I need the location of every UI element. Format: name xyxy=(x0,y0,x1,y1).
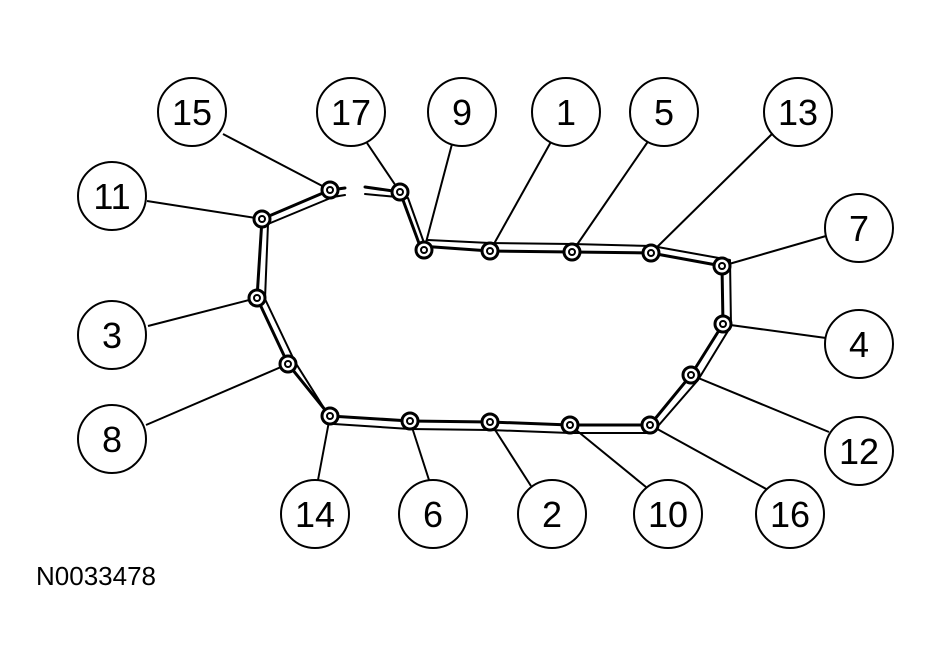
bolt-3 xyxy=(247,288,267,308)
callout-label-6: 6 xyxy=(423,494,443,535)
bolt-11 xyxy=(252,209,272,229)
leader-line-11 xyxy=(146,200,263,220)
leader-line-17 xyxy=(366,142,401,193)
callout-label-7: 7 xyxy=(849,208,869,249)
bolt-7 xyxy=(712,256,732,276)
leader-line-7 xyxy=(721,235,827,267)
bolt-4 xyxy=(713,314,733,334)
callout-10: 10 xyxy=(633,479,703,549)
callout-17: 17 xyxy=(316,77,386,147)
leader-line-16 xyxy=(649,424,769,491)
callout-label-17: 17 xyxy=(331,92,371,133)
callout-15: 15 xyxy=(157,77,227,147)
leader-line-4 xyxy=(722,323,827,339)
bolt-5 xyxy=(562,242,582,262)
gasket-outline xyxy=(255,185,732,434)
callouts: 15 17 9 1 5 13 11 7 xyxy=(77,77,894,549)
callout-7: 7 xyxy=(824,193,894,263)
leader-line-8 xyxy=(145,363,289,426)
bolts xyxy=(247,180,733,435)
callout-label-9: 9 xyxy=(452,92,472,133)
bolt-13 xyxy=(641,243,661,263)
callout-16: 16 xyxy=(755,479,825,549)
bolt-8 xyxy=(278,354,298,374)
callout-14: 14 xyxy=(280,479,350,549)
callout-label-5: 5 xyxy=(654,92,674,133)
callout-6: 6 xyxy=(398,479,468,549)
leader-line-14 xyxy=(317,415,331,481)
bolt-15 xyxy=(320,180,340,200)
bolt-17 xyxy=(390,182,410,202)
bolt-2 xyxy=(480,412,500,432)
bolt-14 xyxy=(320,406,340,426)
leader-line-3 xyxy=(147,297,258,327)
leader-line-13 xyxy=(650,132,774,254)
callout-label-4: 4 xyxy=(849,324,869,365)
leader-line-15 xyxy=(222,133,331,191)
bolt-12 xyxy=(681,365,701,385)
reference-code: N0033478 xyxy=(36,561,156,591)
leader-line-2 xyxy=(489,421,532,487)
callout-11: 11 xyxy=(77,161,147,231)
bolt-9 xyxy=(414,240,434,260)
callout-12: 12 xyxy=(824,416,894,486)
bolt-1 xyxy=(480,241,500,261)
callout-label-13: 13 xyxy=(778,92,818,133)
callout-1: 1 xyxy=(531,77,601,147)
callout-8: 8 xyxy=(77,404,147,474)
callout-label-2: 2 xyxy=(542,494,562,535)
callout-2: 2 xyxy=(517,479,587,549)
leader-line-10 xyxy=(569,424,647,488)
callout-label-10: 10 xyxy=(648,494,688,535)
bolt-6 xyxy=(400,411,420,431)
callout-label-12: 12 xyxy=(839,431,879,472)
callout-4: 4 xyxy=(824,309,894,379)
leader-line-6 xyxy=(409,420,430,481)
leader-line-9 xyxy=(423,143,453,251)
leader-line-1 xyxy=(489,139,553,252)
callout-label-1: 1 xyxy=(556,92,576,133)
callout-label-15: 15 xyxy=(172,92,212,133)
callout-label-11: 11 xyxy=(93,176,130,217)
callout-label-14: 14 xyxy=(295,494,335,535)
leader-line-12 xyxy=(690,374,830,433)
gasket-inner-path xyxy=(264,193,732,434)
callout-5: 5 xyxy=(629,77,699,147)
leader-line-5 xyxy=(571,139,650,253)
gasket-outer-path xyxy=(255,185,725,427)
callout-label-16: 16 xyxy=(770,494,810,535)
bolt-10 xyxy=(560,415,580,435)
bolt-16 xyxy=(640,415,660,435)
callout-9: 9 xyxy=(427,77,497,147)
callout-label-3: 3 xyxy=(102,315,122,356)
callout-13: 13 xyxy=(763,77,833,147)
callout-3: 3 xyxy=(77,300,147,370)
leader-lines xyxy=(145,132,830,491)
callout-label-8: 8 xyxy=(102,419,122,460)
